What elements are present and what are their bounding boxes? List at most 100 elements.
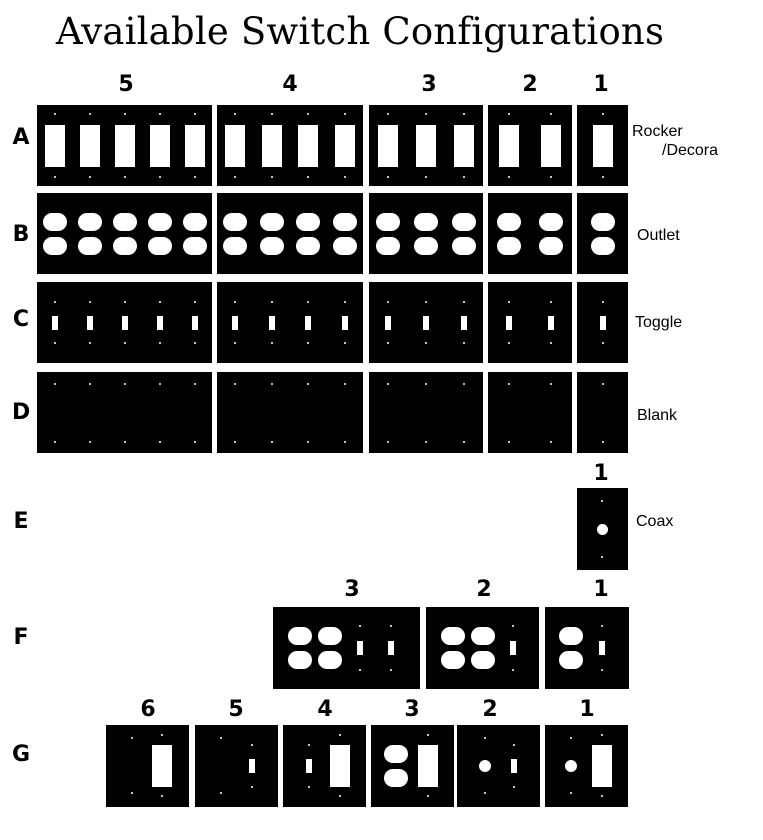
screw: [339, 795, 341, 797]
screw: [601, 500, 603, 502]
row-label-g: G: [12, 742, 31, 767]
outlet-opening: [288, 627, 312, 645]
screw: [88, 342, 91, 344]
screw: [307, 176, 310, 178]
screw: [123, 441, 126, 443]
wall-plate-blank-1-gang: [577, 372, 628, 453]
rocker-opening: [114, 124, 135, 167]
toggle-opening: [306, 759, 312, 773]
screw: [513, 786, 515, 788]
screw: [161, 734, 163, 736]
screw: [131, 792, 133, 794]
outlet-opening: [259, 212, 284, 231]
screw: [343, 113, 346, 115]
screw: [390, 625, 392, 627]
coax-count: 1: [593, 461, 609, 486]
screw: [601, 795, 603, 797]
outlet-opening: [318, 651, 342, 669]
screw: [601, 342, 604, 344]
screw: [158, 383, 161, 385]
toggle-opening: [341, 315, 348, 330]
screw: [601, 669, 603, 671]
outlet-opening: [414, 236, 438, 255]
screw: [53, 441, 56, 443]
wall-plate-combo-1: [545, 607, 629, 689]
screw: [251, 744, 253, 746]
screw: [601, 176, 604, 178]
wall-plate-toggle-1-gang: [577, 282, 628, 363]
type-label-coax: Coax: [636, 513, 674, 530]
screw: [270, 383, 273, 385]
outlet-opening: [77, 212, 102, 231]
row-g-count-4: 4: [317, 697, 333, 722]
screw: [508, 342, 510, 344]
wall-plate-combo-3: [273, 607, 420, 689]
outlet-opening: [182, 212, 207, 231]
toggle-opening: [357, 641, 363, 655]
screw: [570, 792, 572, 794]
screw: [387, 383, 389, 385]
screw: [359, 669, 361, 671]
outlet-opening: [441, 627, 465, 645]
wall-plate-outlet-1-gang: [577, 193, 628, 274]
toggle-opening: [423, 315, 429, 330]
screw: [158, 113, 161, 115]
screw: [387, 441, 389, 443]
screw: [193, 301, 196, 303]
screw: [193, 342, 196, 344]
screw: [343, 176, 346, 178]
row-label-f: F: [13, 625, 29, 650]
row-f-count-2: 2: [476, 577, 492, 602]
screw: [484, 737, 486, 739]
type-label-blank: Blank: [637, 407, 678, 424]
screw: [484, 792, 486, 794]
outlet-opening: [147, 212, 172, 231]
row-g-count-1: 1: [579, 697, 595, 722]
screw: [123, 383, 126, 385]
wall-plate-blank-3-gang: [369, 372, 483, 453]
row-g-count-3: 3: [404, 697, 420, 722]
screw: [53, 383, 56, 385]
screw: [161, 795, 163, 797]
gang-count-4: 4: [282, 72, 298, 97]
toggle-opening: [249, 759, 255, 773]
screw: [601, 556, 603, 558]
toggle-opening: [121, 315, 128, 330]
screw: [251, 786, 253, 788]
screw: [234, 342, 237, 344]
rocker-opening: [152, 745, 172, 787]
screw: [425, 176, 427, 178]
outlet-opening: [376, 236, 400, 255]
screw: [343, 301, 346, 303]
screw: [427, 795, 429, 797]
toggle-opening: [548, 315, 554, 330]
screw: [601, 734, 603, 736]
coax-opening: [597, 524, 608, 535]
screw: [550, 342, 552, 344]
screw: [513, 744, 515, 746]
rocker-opening: [225, 124, 246, 167]
wall-plate-outlet-3-gang: [369, 193, 483, 274]
screw: [343, 441, 346, 443]
outlet-opening: [42, 236, 67, 255]
screw: [425, 301, 427, 303]
wall-plate-g-3: [371, 725, 454, 807]
screw: [601, 113, 604, 115]
screw: [53, 342, 56, 344]
rocker-opening: [334, 124, 355, 167]
rocker-opening: [418, 745, 438, 787]
row-label-c: C: [12, 307, 30, 332]
outlet-opening: [112, 236, 137, 255]
wall-plate-blank-2-gang: [488, 372, 572, 453]
outlet-opening: [296, 212, 321, 231]
type-label-rocker: Rocker: [632, 123, 683, 140]
type-label-decora: /Decora: [662, 142, 719, 159]
screw: [601, 383, 604, 385]
screw: [123, 176, 126, 178]
screw: [53, 113, 56, 115]
screw: [387, 301, 389, 303]
screw: [88, 113, 91, 115]
toggle-opening: [305, 315, 312, 330]
screw: [270, 113, 273, 115]
screw: [307, 383, 310, 385]
